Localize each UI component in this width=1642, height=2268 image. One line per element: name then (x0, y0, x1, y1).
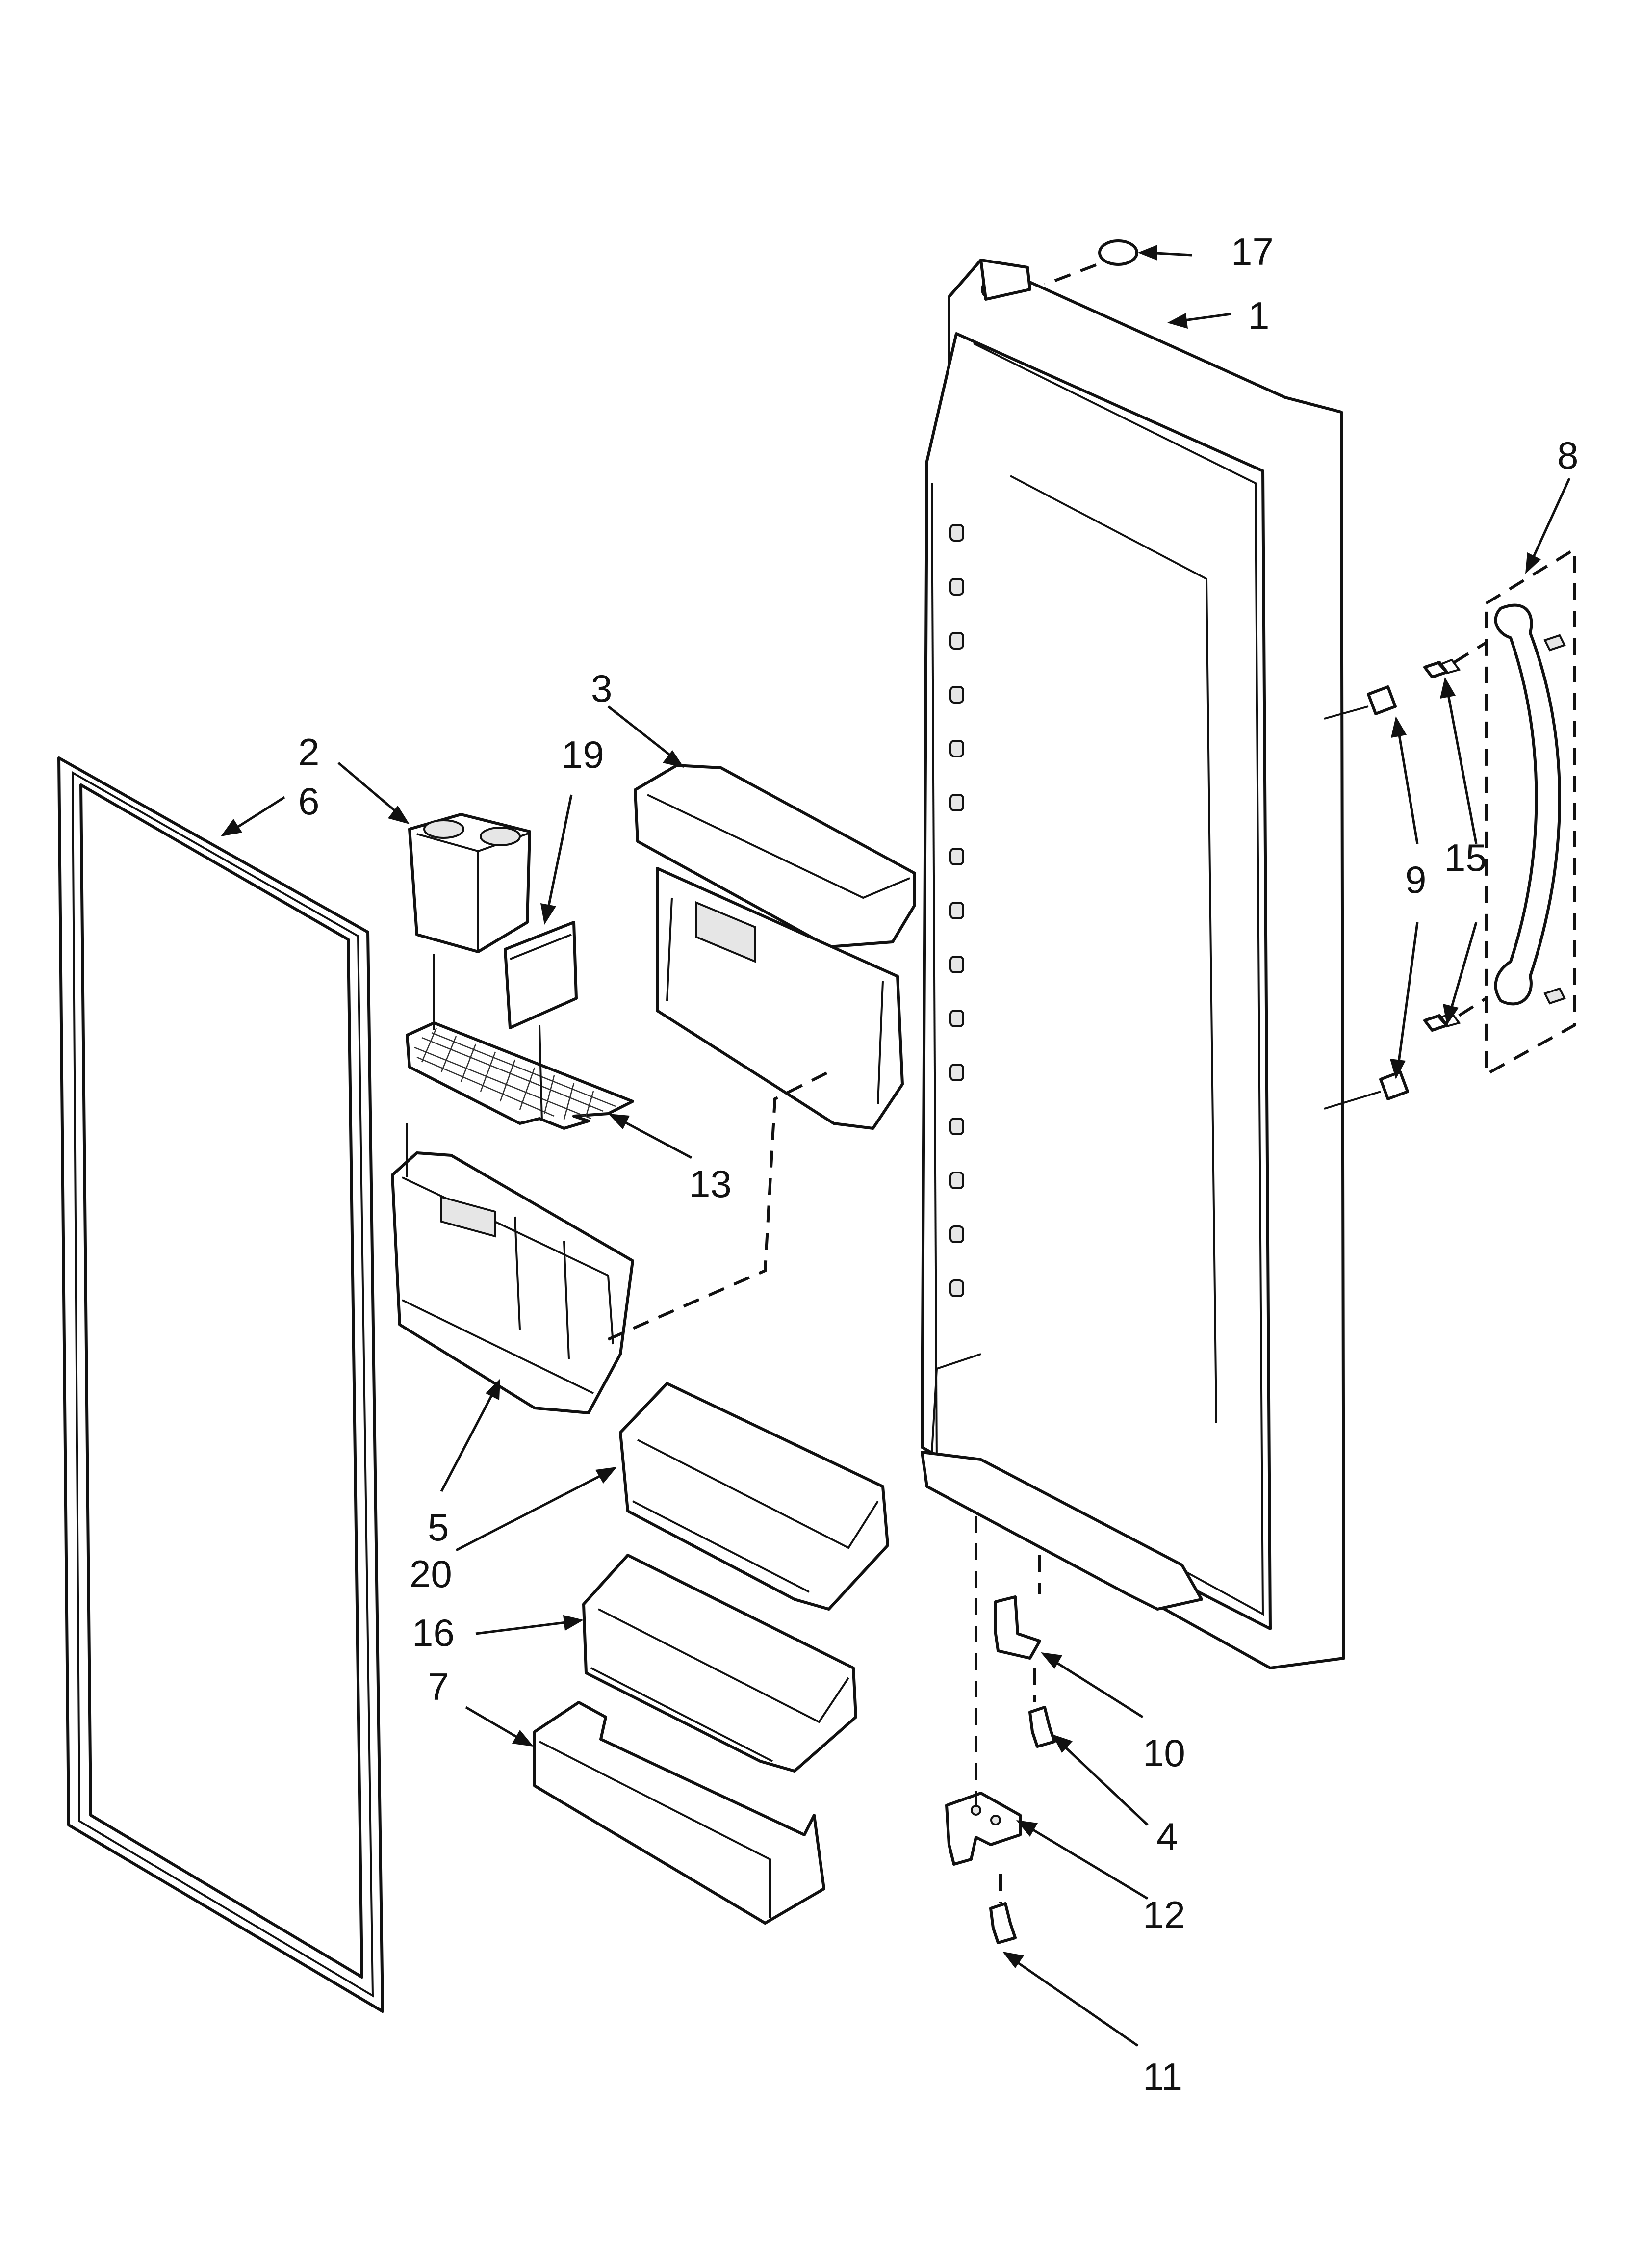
callout-15: 15 (1444, 836, 1487, 879)
callout-20: 20 (410, 1552, 452, 1595)
part-hinge-screw-upper (1028, 1706, 1056, 1748)
callout-1: 1 (1248, 294, 1269, 337)
callout-11: 11 (1143, 2055, 1182, 2098)
callout-9: 9 (1405, 858, 1426, 901)
callout-2: 2 (298, 730, 319, 774)
part-hinge-bracket (945, 1792, 1022, 1866)
part-hinge-pin (994, 1595, 1041, 1660)
part-hinge-plug (1044, 239, 1138, 286)
part-small-door-bin (533, 1701, 825, 1925)
part-dispenser-module (634, 764, 916, 1130)
part-door-gasket (57, 756, 384, 2013)
callout-13: 13 (689, 1162, 732, 1205)
callout-16: 16 (412, 1611, 455, 1654)
callout-10: 10 (1143, 1731, 1185, 1774)
callout-17: 17 (1231, 230, 1274, 273)
part-drip-tray-grille (406, 1021, 634, 1130)
door-shelf-pegs (949, 524, 964, 1297)
part-door-liner (921, 259, 1345, 1669)
part-utility-bin (408, 813, 531, 953)
callout-4: 4 (1156, 1815, 1178, 1858)
callout-7: 7 (428, 1665, 449, 1708)
callout-12: 12 (1143, 1893, 1185, 1936)
part-door-bin-upper (619, 1382, 889, 1611)
callout-3: 3 (591, 667, 612, 710)
hinge-assembly-guide (975, 1516, 1041, 1903)
part-door-handle (1485, 547, 1576, 1077)
callout-5: 5 (428, 1506, 449, 1549)
part-door-bin-lower (582, 1554, 857, 1773)
callout-labels: 1 2 3 4 5 6 7 8 9 10 11 12 13 15 16 17 1… (298, 230, 1578, 2098)
callout-19: 19 (562, 733, 604, 776)
callout-8: 8 (1557, 434, 1578, 477)
assembly-guide-lines (406, 954, 835, 1341)
part-handle-screw (1423, 641, 1487, 1032)
part-cover-flap (504, 921, 578, 1029)
leader-arrows (221, 245, 1571, 2047)
part-hinge-screw-lower (989, 1902, 1017, 1944)
callout-6: 6 (298, 780, 319, 823)
part-large-door-bin (391, 1151, 634, 1414)
part-handle-spacer (1324, 685, 1409, 1110)
